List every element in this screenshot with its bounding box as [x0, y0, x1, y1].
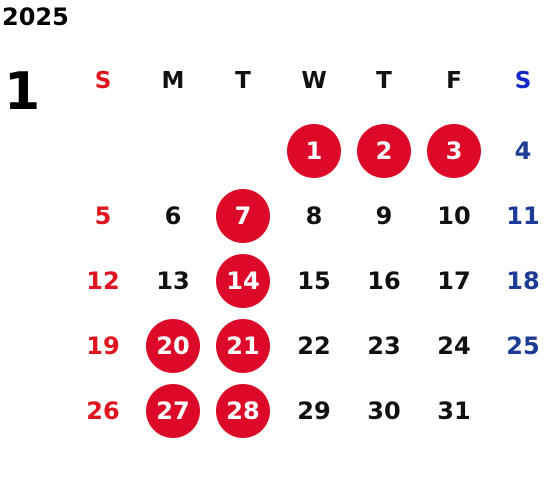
weekday-header-6: S — [514, 68, 532, 94]
day-cell-27[interactable]: 27 — [146, 384, 200, 438]
day-cell-31[interactable]: 31 — [437, 397, 471, 425]
day-cell-18[interactable]: 18 — [506, 267, 540, 295]
month-number: 1 — [4, 62, 41, 122]
day-cell-19[interactable]: 19 — [86, 332, 120, 360]
day-cell-1[interactable]: 1 — [287, 124, 341, 178]
day-cell-4[interactable]: 4 — [514, 137, 532, 165]
day-cell-5[interactable]: 5 — [94, 202, 112, 230]
day-cell-23[interactable]: 23 — [367, 332, 401, 360]
weekday-header-3: W — [301, 68, 327, 94]
day-cell-24[interactable]: 24 — [437, 332, 471, 360]
day-cell-2[interactable]: 2 — [357, 124, 411, 178]
day-cell-6[interactable]: 6 — [164, 202, 182, 230]
day-cell-20[interactable]: 20 — [146, 319, 200, 373]
weekday-header-4: T — [376, 68, 392, 94]
day-cell-25[interactable]: 25 — [506, 332, 540, 360]
day-cell-29[interactable]: 29 — [297, 397, 331, 425]
day-cell-8[interactable]: 8 — [305, 202, 323, 230]
weekday-header-1: M — [161, 68, 185, 94]
weekday-header-2: T — [235, 68, 251, 94]
day-cell-7[interactable]: 7 — [216, 189, 270, 243]
day-cell-28[interactable]: 28 — [216, 384, 270, 438]
day-cell-14[interactable]: 14 — [216, 254, 270, 308]
day-cell-3[interactable]: 3 — [427, 124, 481, 178]
day-cell-30[interactable]: 30 — [367, 397, 401, 425]
day-cell-15[interactable]: 15 — [297, 267, 331, 295]
day-cell-9[interactable]: 9 — [375, 202, 393, 230]
day-cell-13[interactable]: 13 — [156, 267, 190, 295]
day-cell-12[interactable]: 12 — [86, 267, 120, 295]
weekday-header-5: F — [446, 68, 462, 94]
weekday-header-0: S — [94, 68, 112, 94]
day-cell-21[interactable]: 21 — [216, 319, 270, 373]
day-cell-17[interactable]: 17 — [437, 267, 471, 295]
day-cell-22[interactable]: 22 — [297, 332, 331, 360]
day-cell-16[interactable]: 16 — [367, 267, 401, 295]
day-cell-10[interactable]: 10 — [437, 202, 471, 230]
day-cell-11[interactable]: 11 — [506, 202, 540, 230]
day-cell-26[interactable]: 26 — [86, 397, 120, 425]
year-label: 2025 — [2, 3, 69, 31]
